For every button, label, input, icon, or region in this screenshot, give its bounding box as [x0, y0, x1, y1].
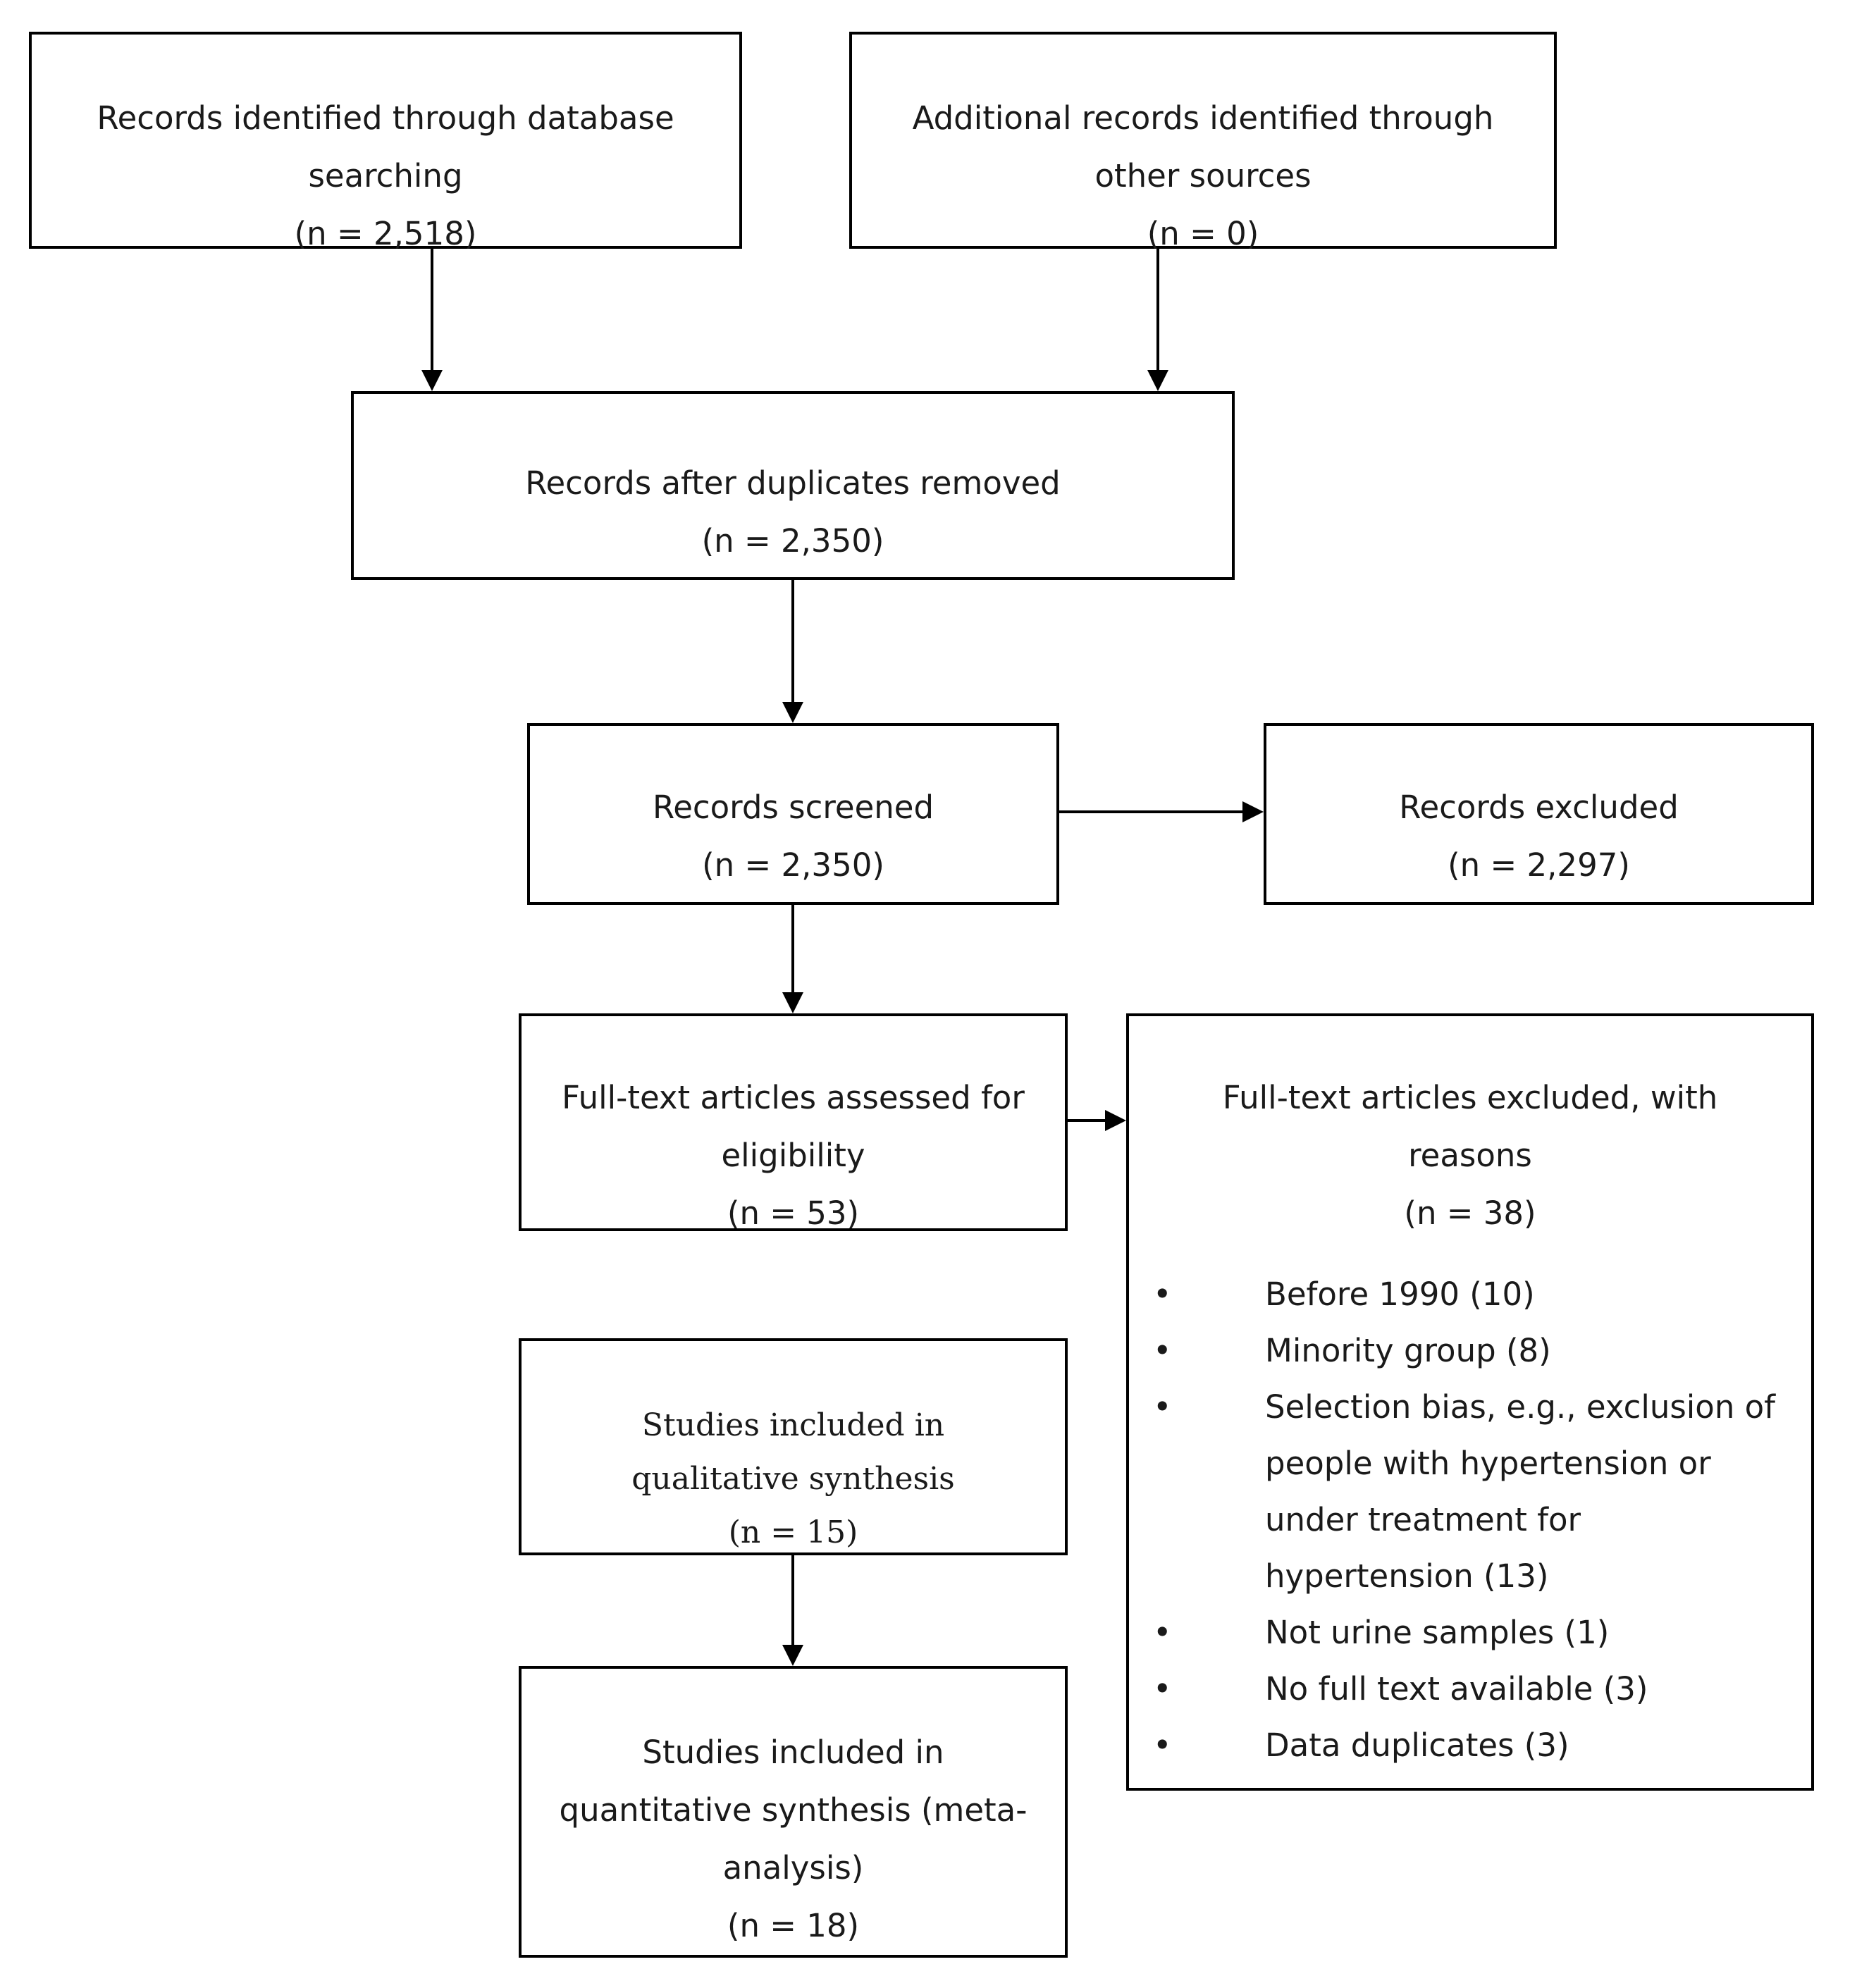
box-text-line: reasons: [1408, 1137, 1532, 1174]
box-count: (n = 53): [727, 1194, 860, 1232]
records-identified-database-box: Records identified through database sear…: [29, 32, 742, 252]
box-text-line: Records screened: [652, 789, 934, 826]
records-screened-box: Records screened (n = 2,350): [527, 723, 1059, 905]
box-text-line: Records after duplicates removed: [525, 464, 1061, 502]
box-text-line: Full-text articles excluded, with: [1222, 1079, 1718, 1116]
box-text-line: Studies included in: [642, 1734, 944, 1771]
exclusion-reason: Selection bias, e.g., exclusion of peopl…: [1129, 1379, 1811, 1605]
arrowhead-excluded: [1242, 801, 1264, 822]
exclusion-reason: No full text available (3): [1129, 1661, 1811, 1717]
arrowhead-fullexcl: [1105, 1110, 1126, 1131]
exclusion-reason: Data duplicates (3): [1129, 1717, 1811, 1774]
box-text-line: searching: [308, 157, 463, 195]
box-text-line: other sources: [1094, 157, 1312, 195]
box-text-line: Records excluded: [1399, 789, 1679, 826]
exclusion-reasons-list: Before 1990 (10) Minority group (8) Sele…: [1129, 1266, 1811, 1774]
box-count: (n = 15): [728, 1514, 858, 1550]
box-text-line: eligibility: [721, 1137, 865, 1174]
records-after-duplicates-box: Records after duplicates removed (n = 2,…: [351, 391, 1235, 580]
box-count: (n = 2,350): [701, 522, 884, 560]
arrowhead-screened: [782, 702, 803, 723]
fulltext-assessed-box: Full-text articles assessed for eligibil…: [519, 1013, 1068, 1232]
studies-quantitative-box: Studies included in quantitative synthes…: [519, 1666, 1068, 1958]
studies-qualitative-box: Studies included in qualitative synthesi…: [519, 1338, 1068, 1555]
exclusion-reason: Not urine samples (1): [1129, 1605, 1811, 1661]
box-count: (n = 38): [1404, 1194, 1536, 1232]
box-text-line: Additional records identified through: [912, 99, 1494, 137]
box-count: (n = 2,350): [702, 846, 884, 884]
records-identified-other-sources-box: Additional records identified through ot…: [849, 32, 1557, 252]
box-count: (n = 2,297): [1448, 846, 1630, 884]
box-text-line: quantitative synthesis (meta-: [559, 1791, 1028, 1829]
box-count: (n = 18): [727, 1907, 860, 1944]
fulltext-excluded-box: Full-text articles excluded, with reason…: [1126, 1013, 1814, 1791]
arrowhead-database: [421, 370, 443, 391]
box-text-line: Records identified through database: [97, 99, 674, 137]
arrowhead-other: [1147, 370, 1168, 391]
box-count: (n = 2,518): [294, 215, 477, 252]
box-text-line: analysis): [722, 1849, 864, 1887]
box-text-line: qualitative synthesis: [631, 1461, 955, 1497]
exclusion-reason: Before 1990 (10): [1129, 1266, 1811, 1323]
arrowhead-fulltext: [782, 992, 803, 1013]
box-count: (n = 0): [1147, 215, 1259, 252]
box-text-line: Full-text articles assessed for: [562, 1079, 1025, 1116]
exclusion-reason: Minority group (8): [1129, 1323, 1811, 1379]
arrowhead-quant: [782, 1645, 803, 1666]
box-text-line: Studies included in: [641, 1407, 945, 1443]
records-excluded-box: Records excluded (n = 2,297): [1264, 723, 1814, 905]
